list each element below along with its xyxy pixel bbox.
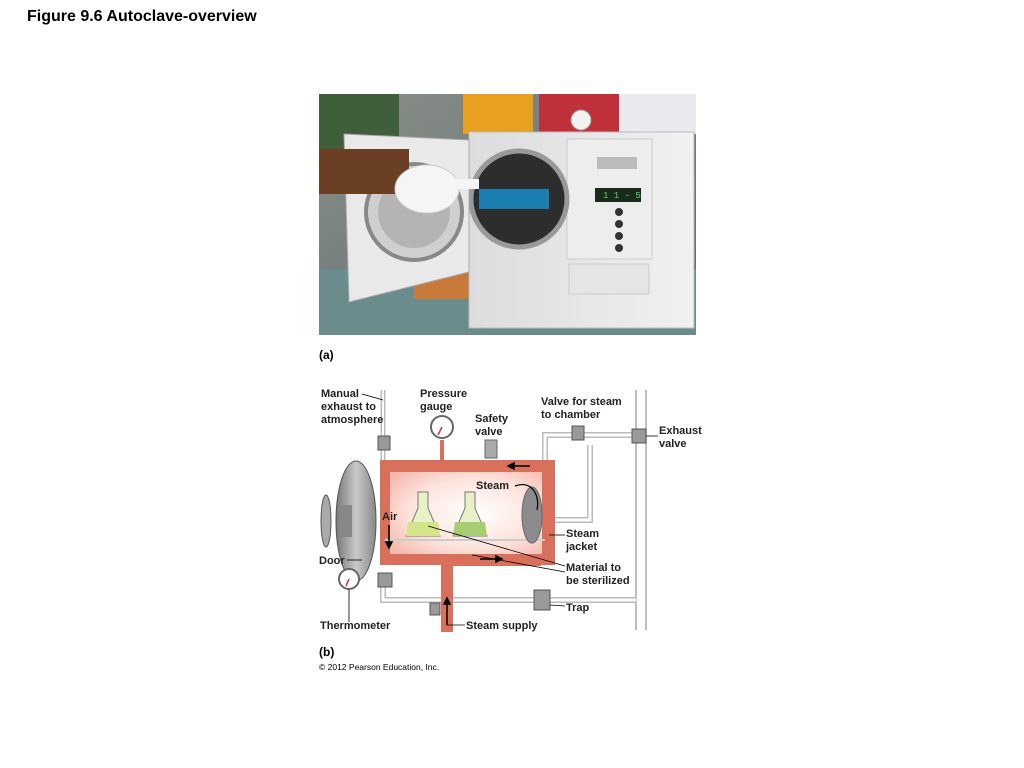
manual-exhaust-label-3: atmosphere (321, 414, 383, 426)
valve-steam-label-1: Valve for steam (541, 396, 622, 408)
svg-text:jacket: jacket (565, 541, 598, 553)
pressure-gauge-label-1: Pressure (420, 388, 467, 400)
copyright-notice: © 2012 Pearson Education, Inc. (319, 662, 440, 672)
door-label: Door (319, 555, 345, 567)
valve-steam-label-2: to chamber (541, 409, 601, 421)
exhaust-valve-label-1: Exhaust (659, 425, 702, 437)
autoclave-diagram: Manual exhaust to atmosphere Pressure ga… (319, 388, 702, 632)
panel-a-label: (a) (319, 348, 334, 362)
manual-exhaust-label-1: Manual (321, 388, 359, 400)
steam-jacket-label-2: jacket (565, 541, 598, 553)
svg-text:valve: valve (475, 426, 503, 438)
material-label-2: be sterilized (566, 575, 630, 587)
svg-text:valve: valve (659, 438, 687, 450)
svg-text:exhaust to: exhaust to (321, 401, 376, 413)
autoclave-photo: 1 1 - 5 (319, 94, 696, 335)
steam-label: Steam (476, 480, 509, 492)
thermometer-label: Thermometer (320, 620, 391, 632)
material-label-1: Material to (566, 562, 621, 574)
photo-display-readout: 1 1 - 5 (603, 191, 641, 201)
svg-text:Valve for steam: Valve for steam (541, 396, 622, 408)
svg-text:gauge: gauge (420, 401, 452, 413)
svg-text:to chamber: to chamber (541, 409, 601, 421)
svg-text:Safety: Safety (475, 413, 509, 425)
svg-text:Manual: Manual (321, 388, 359, 400)
svg-text:Steam: Steam (566, 528, 599, 540)
exhaust-valve-label-2: valve (659, 438, 687, 450)
pressure-gauge-label-2: gauge (420, 401, 452, 413)
svg-text:Material to: Material to (566, 562, 621, 574)
figure-title: Figure 9.6 Autoclave-overview (27, 8, 257, 25)
svg-text:be sterilized: be sterilized (566, 575, 630, 587)
air-label: Air (382, 511, 398, 523)
svg-text:Pressure: Pressure (420, 388, 467, 400)
safety-valve-label-2: valve (475, 426, 503, 438)
manual-exhaust-label-2: exhaust to (321, 401, 376, 413)
safety-valve-label-1: Safety (475, 413, 509, 425)
steam-supply-label: Steam supply (466, 620, 538, 632)
trap-label: Trap (566, 602, 590, 614)
svg-text:atmosphere: atmosphere (321, 414, 383, 426)
svg-text:Exhaust: Exhaust (659, 425, 702, 437)
panel-b-label: (b) (319, 645, 335, 659)
steam-jacket-label-1: Steam (566, 528, 599, 540)
